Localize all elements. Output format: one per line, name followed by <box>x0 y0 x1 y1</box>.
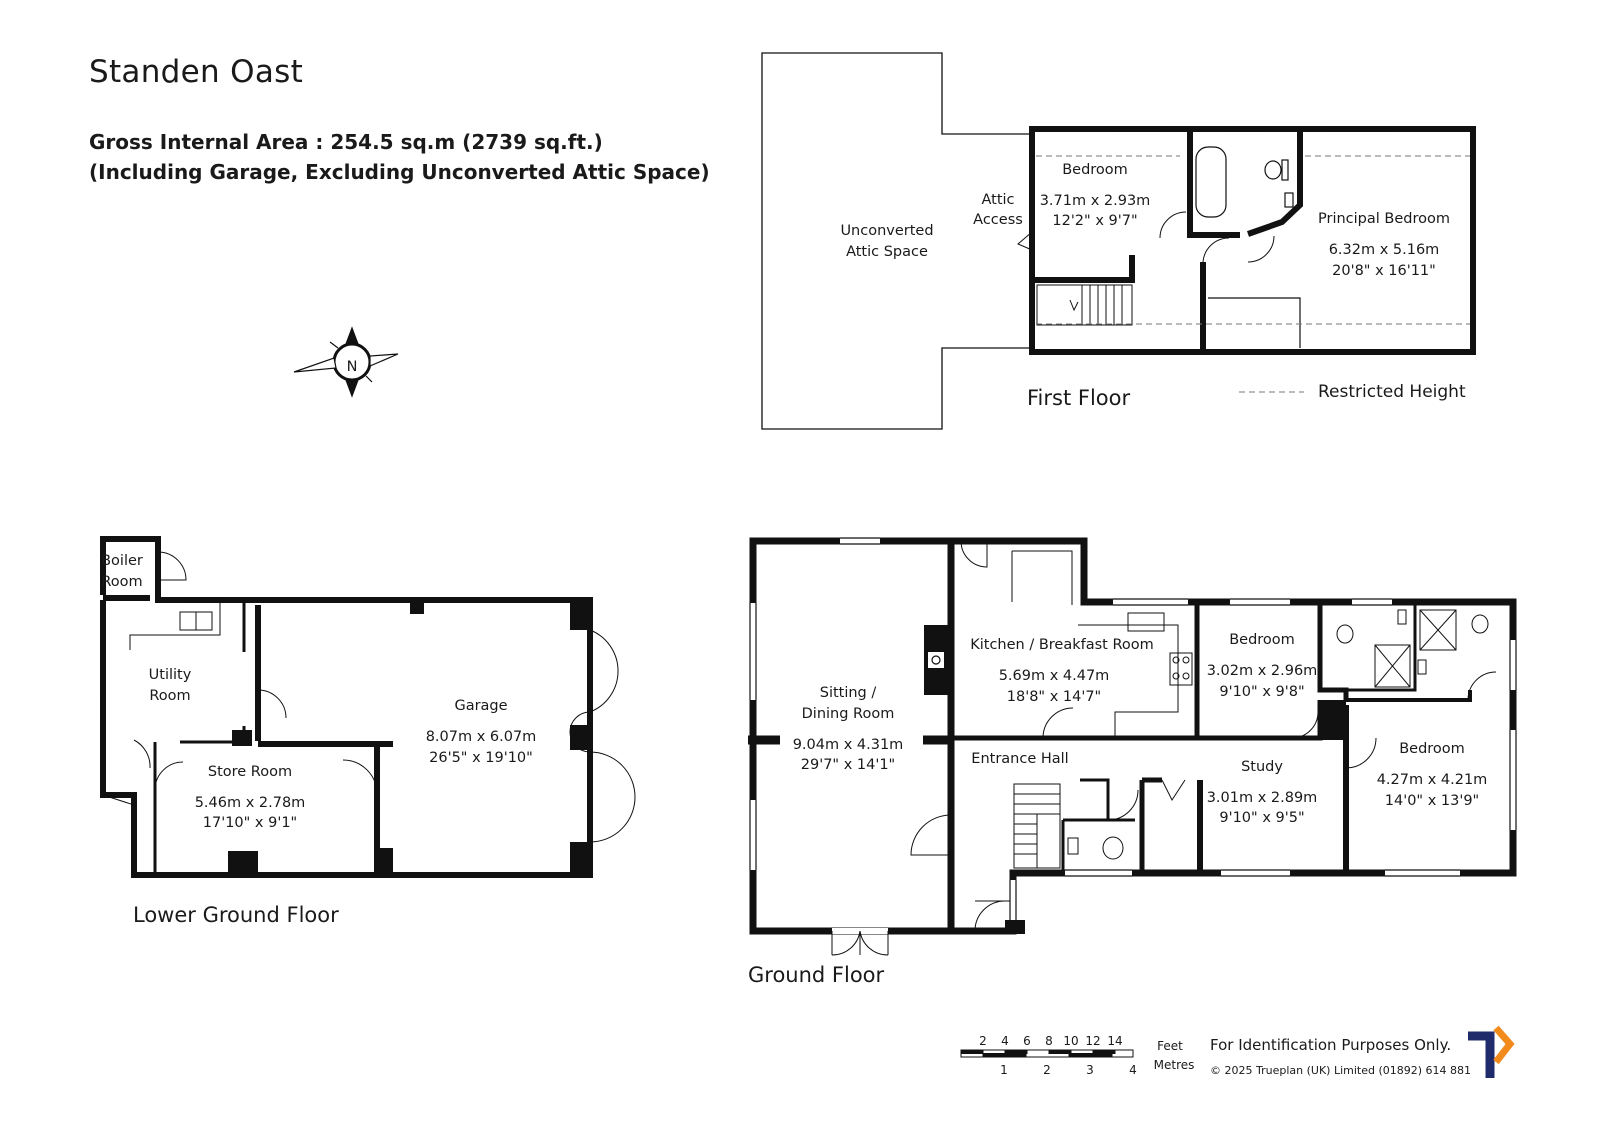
attic-access-label: Attic <box>981 192 1014 208</box>
ground-floor-plan <box>748 537 1517 956</box>
attic-space-label: Unconverted <box>840 223 933 239</box>
utility-room-label: Room <box>149 688 190 704</box>
lower-floor-walls <box>100 536 593 878</box>
bedroom-gf2-name: Bedroom <box>1399 741 1465 757</box>
garage-imperial: 26'5" x 19'10" <box>429 750 533 766</box>
metre-tick: 4 <box>1129 1063 1137 1077</box>
feet-tick: 12 <box>1085 1034 1100 1048</box>
metres-label: Metres <box>1154 1058 1195 1072</box>
copyright-note: © 2025 Trueplan (UK) Limited (01892) 614… <box>1210 1064 1472 1077</box>
garage-name: Garage <box>454 698 507 714</box>
kitchen-name: Kitchen / Breakfast Room <box>970 637 1154 653</box>
restricted-height-legend: Restricted Height <box>1318 382 1466 402</box>
feet-tick: 14 <box>1107 1034 1122 1048</box>
principal-bedroom-metric: 6.32m x 5.16m <box>1329 242 1440 258</box>
feet-tick: 10 <box>1063 1034 1078 1048</box>
north-compass-icon <box>293 326 399 398</box>
study-metric: 3.01m x 2.89m <box>1207 790 1318 806</box>
metre-tick: 2 <box>1043 1063 1051 1077</box>
store-room-imperial: 17'10" x 9'1" <box>203 815 297 831</box>
compass-north-label: N <box>347 359 358 375</box>
bedroom-gf2-metric: 4.27m x 4.21m <box>1377 772 1488 788</box>
attic-outline <box>761 52 1032 430</box>
utility-room-label: Utility <box>149 667 192 683</box>
sitting-room-imperial: 29'7" x 14'1" <box>801 757 895 773</box>
attic-space-label: Attic Space <box>846 244 928 260</box>
identification-note: For Identification Purposes Only. <box>1210 1036 1452 1054</box>
sitting-room-name: Sitting / <box>820 685 877 701</box>
study-name: Study <box>1241 759 1283 775</box>
lower-ground-floor-plan <box>100 536 636 878</box>
metre-tick: 1 <box>1000 1063 1008 1077</box>
bedroom-gf1-metric: 3.02m x 2.96m <box>1207 663 1318 679</box>
metre-tick: 3 <box>1086 1063 1094 1077</box>
sitting-room-walls <box>749 537 955 935</box>
kitchen-imperial: 18'8" x 14'7" <box>1007 689 1101 705</box>
store-room-name: Store Room <box>208 764 292 780</box>
trueplan-logo-icon <box>1468 1025 1515 1078</box>
scale-labels: 2 4 6 8 10 12 14 1 2 3 4 Feet Metres <box>979 1034 1194 1077</box>
principal-bedroom-imperial: 20'8" x 16'11" <box>1332 263 1436 279</box>
plan-title: Standen Oast <box>89 54 304 90</box>
kitchen-metric: 5.69m x 4.47m <box>999 668 1110 684</box>
ground-floor-stairs <box>1013 783 1061 869</box>
sitting-room-metric: 9.04m x 4.31m <box>793 737 904 753</box>
boiler-room-label: Boiler <box>101 553 143 569</box>
store-room-metric: 5.46m x 2.78m <box>195 795 306 811</box>
bedroom-gf1-name: Bedroom <box>1229 632 1295 648</box>
principal-bedroom-name: Principal Bedroom <box>1318 211 1450 227</box>
area-note: (Including Garage, Excluding Unconverted… <box>89 160 710 184</box>
first-floor-stairs <box>1036 284 1133 326</box>
entrance-hall-name: Entrance Hall <box>971 751 1068 767</box>
bedroom-ff-name: Bedroom <box>1062 162 1128 178</box>
feet-label: Feet <box>1157 1039 1183 1053</box>
attic-access-label: Access <box>973 212 1023 228</box>
study-imperial: 9'10" x 9'5" <box>1219 810 1304 826</box>
lower-ground-floor-label: Lower Ground Floor <box>133 903 339 927</box>
feet-tick: 6 <box>1023 1034 1031 1048</box>
first-floor-plan <box>761 52 1476 430</box>
bedroom-gf2-imperial: 14'0" x 13'9" <box>1385 793 1479 809</box>
scale-bar <box>960 1049 1134 1058</box>
bedroom-ff-imperial: 12'2" x 9'7" <box>1052 213 1137 229</box>
feet-tick: 4 <box>1001 1034 1009 1048</box>
room-labels: Unconverted Attic Space Attic Access Bed… <box>101 162 1487 831</box>
boiler-room-label: Room <box>101 574 142 590</box>
ground-floor-label: Ground Floor <box>748 963 885 987</box>
bedroom-gf1-imperial: 9'10" x 9'8" <box>1219 684 1304 700</box>
sitting-room-name: Dining Room <box>802 706 895 722</box>
feet-tick: 8 <box>1045 1034 1053 1048</box>
first-floor-walls <box>1029 126 1476 355</box>
garage-metric: 8.07m x 6.07m <box>426 729 537 745</box>
first-floor-label: First Floor <box>1027 386 1131 410</box>
gross-internal-area: Gross Internal Area : 254.5 sq.m (2739 s… <box>89 130 603 154</box>
feet-tick: 2 <box>979 1034 987 1048</box>
bedroom-ff-metric: 3.71m x 2.93m <box>1040 193 1151 209</box>
